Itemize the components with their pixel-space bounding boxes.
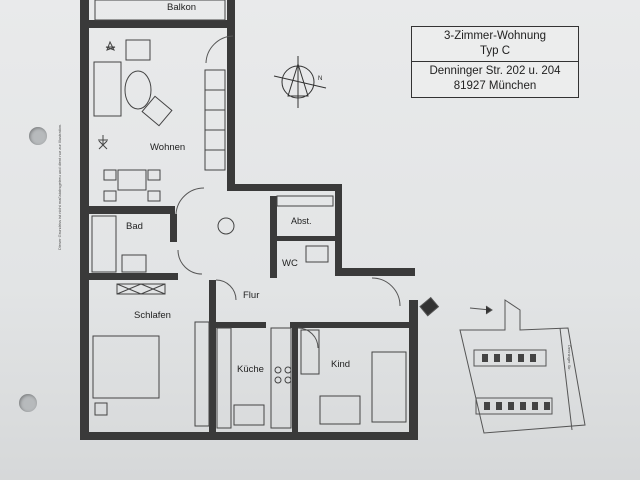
apartment-variant-text: Typ C — [479, 45, 511, 57]
room-label-balkon: Balkon — [167, 2, 197, 13]
walls — [80, 0, 418, 440]
punch-hole — [29, 127, 47, 145]
room-label-abstellraum: Abst. — [291, 216, 312, 226]
room-label-wohnen: Wohnen — [150, 142, 186, 153]
room-label-schlafen: Schlafen — [134, 310, 171, 321]
room-label-kind: Kind — [331, 359, 351, 370]
title-block-header: 3-Zimmer-Wohnung Typ C — [412, 29, 578, 62]
balcony-outline — [94, 0, 226, 21]
apartment-type-text: 3-Zimmer-Wohnung — [443, 30, 547, 42]
city-text: 81927 München — [453, 80, 537, 92]
punch-hole — [19, 394, 37, 412]
title-block: 3-Zimmer-Wohnung Typ C Denninger Str. 20… — [411, 26, 579, 98]
title-block-address: Denninger Str. 202 u. 204 81927 München — [412, 62, 578, 94]
site-plan-street-label: Denninger Str. — [567, 345, 572, 371]
compass-rose — [273, 56, 327, 108]
room-label-flur: Flur — [243, 290, 260, 301]
room-label-bad: Bad — [126, 221, 143, 232]
furniture — [91, 39, 407, 429]
room-label-wc: WC — [282, 258, 298, 269]
door-swings — [175, 35, 401, 349]
room-label-kueche: Küche — [237, 364, 264, 375]
street-address-text: Denninger Str. 202 u. 204 — [429, 65, 561, 77]
compass-north-label: N — [318, 76, 323, 82]
